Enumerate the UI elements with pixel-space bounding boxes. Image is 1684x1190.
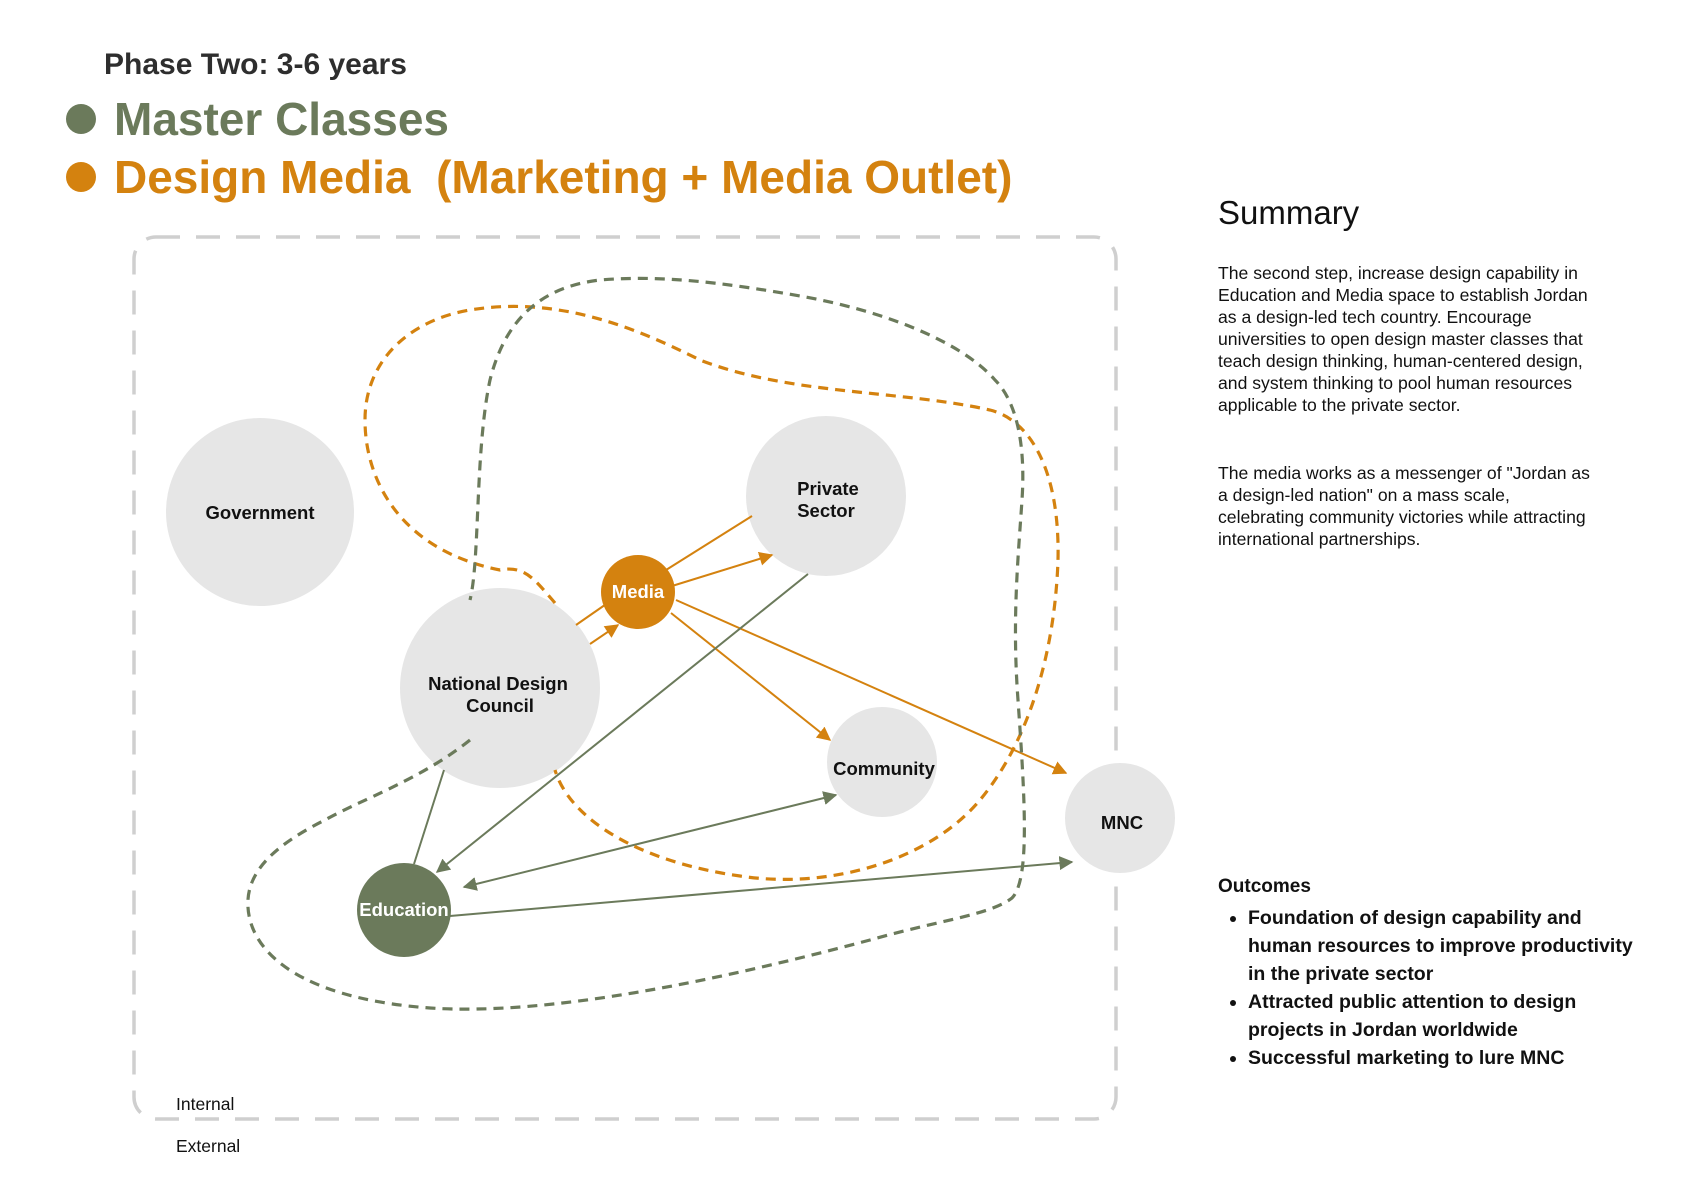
external-zone-label: External bbox=[176, 1136, 240, 1156]
legend-design-media: Design Media (Marketing + Media Outlet) bbox=[66, 150, 1012, 204]
design-media-scope-loop bbox=[363, 304, 1060, 881]
internal-zone-label: Internal bbox=[176, 1094, 234, 1114]
outcomes-title: Outcomes bbox=[1218, 876, 1311, 897]
education-label: Education bbox=[359, 899, 448, 920]
master-classes-dot-icon bbox=[66, 104, 96, 134]
edge-media-to-community bbox=[670, 612, 832, 741]
edge-education-to-mnc bbox=[449, 856, 1074, 917]
mnc-label: MNC bbox=[1101, 812, 1143, 833]
summary-title: Summary bbox=[1218, 194, 1360, 231]
private-sector-label-line1: Private bbox=[797, 478, 859, 499]
design-media-dot-icon bbox=[66, 162, 96, 192]
private-sector-node[interactable] bbox=[746, 416, 906, 576]
private-sector-label-line2: Sector bbox=[797, 500, 855, 521]
internal-boundary bbox=[132, 235, 1118, 1121]
summary-paragraph-2: The media works as a messenger of "Jorda… bbox=[1218, 463, 1590, 549]
community-label: Community bbox=[833, 758, 935, 779]
media-label: Media bbox=[612, 581, 665, 602]
summary-paragraph-1: The second step, increase design capabil… bbox=[1218, 263, 1588, 415]
legend-master-classes: Master Classes bbox=[66, 92, 449, 146]
master-classes-scope-loop bbox=[246, 276, 1026, 1011]
outcome-item: Attracted public attention to design pro… bbox=[1248, 988, 1648, 1044]
mnc-node[interactable] bbox=[1065, 763, 1175, 873]
legend-design-media-label: Design Media (Marketing + Media Outlet) bbox=[114, 151, 1013, 203]
community-node[interactable] bbox=[827, 707, 937, 817]
council-label-line1: National Design bbox=[428, 673, 568, 694]
phase-title: Phase Two: 3-6 years bbox=[104, 48, 407, 81]
edge-education-community bbox=[462, 791, 838, 891]
edge-media-to-private bbox=[671, 552, 774, 587]
outcomes-list: Foundation of design capability and huma… bbox=[1218, 904, 1648, 1072]
edge-council-to-media-arrow bbox=[589, 624, 620, 645]
education-node[interactable] bbox=[357, 863, 451, 957]
outcome-item: Successful marketing to lure MNC bbox=[1248, 1044, 1648, 1072]
edge-media-private-1 bbox=[665, 515, 753, 571]
government-label: Government bbox=[206, 502, 315, 523]
media-node[interactable] bbox=[601, 555, 675, 629]
legend-master-classes-label: Master Classes bbox=[114, 93, 449, 145]
government-node[interactable] bbox=[166, 418, 354, 606]
edge-council-to-education bbox=[413, 769, 445, 865]
council-label-line2: Council bbox=[466, 695, 534, 716]
outcome-item: Foundation of design capability and huma… bbox=[1248, 904, 1648, 988]
national-design-council-node[interactable] bbox=[400, 588, 600, 788]
